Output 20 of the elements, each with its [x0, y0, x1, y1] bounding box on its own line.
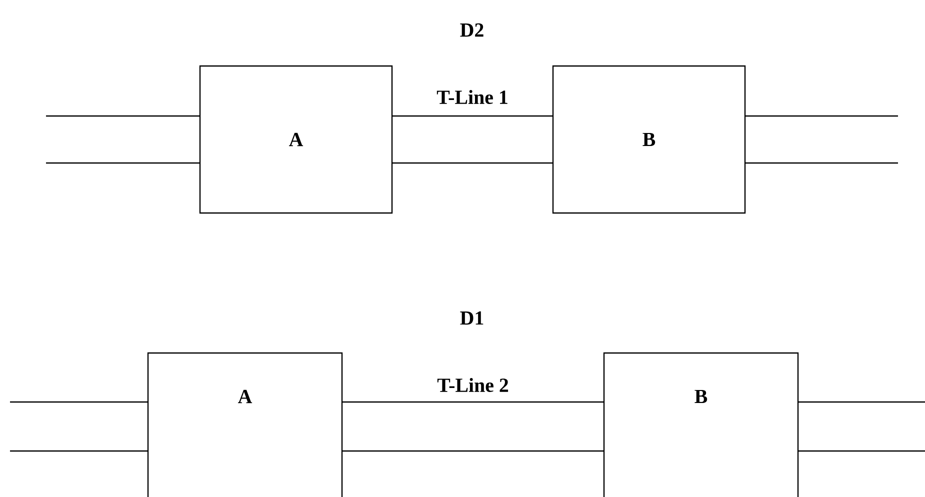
line — [46, 115, 200, 117]
line — [392, 162, 553, 164]
block-box: B — [552, 65, 746, 214]
edge-label: T-Line 2 — [436, 377, 510, 393]
block-box: A — [199, 65, 393, 214]
line — [745, 162, 898, 164]
line — [342, 450, 604, 452]
diagram-label: D2 — [460, 23, 484, 37]
line — [10, 401, 148, 403]
line — [46, 162, 200, 164]
line — [798, 450, 925, 452]
line — [392, 115, 553, 117]
line — [745, 115, 898, 117]
diagram-label: D1 — [460, 311, 484, 325]
line — [342, 401, 604, 403]
line — [798, 401, 925, 403]
line — [10, 450, 148, 452]
block-box: A — [147, 352, 343, 497]
block-box: B — [603, 352, 799, 497]
edge-label: T-Line 1 — [436, 89, 510, 105]
